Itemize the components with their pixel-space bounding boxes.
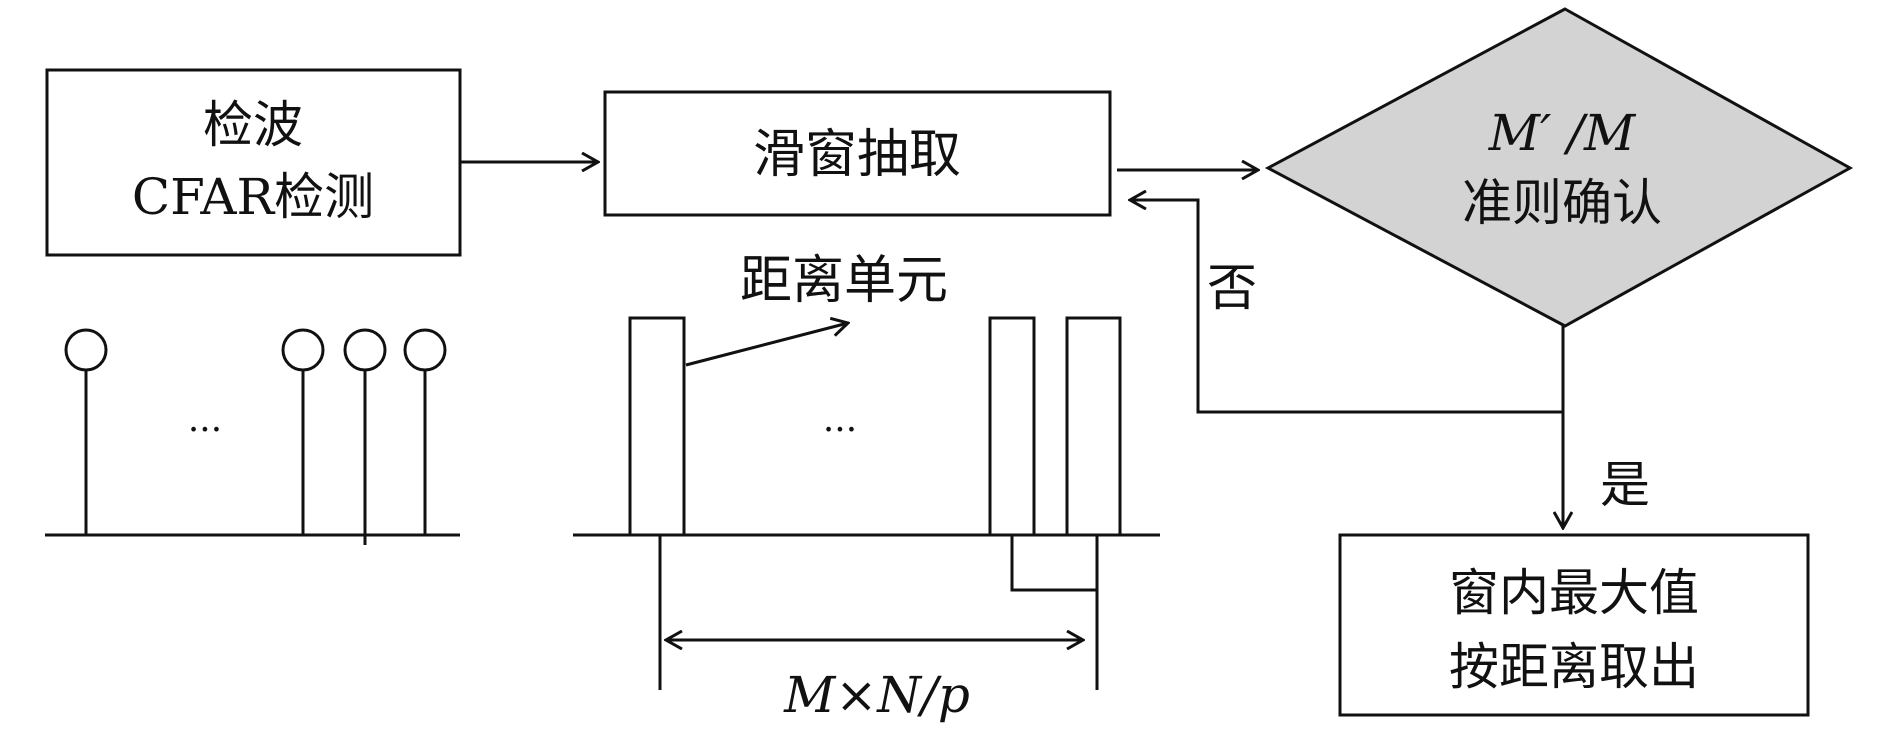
range-cell-bar-3 xyxy=(1065,316,1122,537)
stem-plot-ellipsis: ··· xyxy=(188,410,222,451)
stem-2-marker xyxy=(281,328,325,372)
no-edge-label: 否 xyxy=(1207,259,1257,317)
sliding-window-label: 滑窗抽取 xyxy=(753,125,961,185)
output-block: 窗内最大值 按距离取出 xyxy=(1338,533,1810,717)
range-cell-label: 距离单元 xyxy=(740,251,948,311)
window-length-label: M×N/p xyxy=(783,666,970,724)
window-inner-bracket xyxy=(1010,535,1097,592)
yes-edge-label: 是 xyxy=(1600,456,1650,514)
output-line1: 窗内最大值 xyxy=(1449,564,1699,622)
stem-1-marker xyxy=(64,328,108,372)
criterion-formula: M′ /M xyxy=(1488,104,1637,162)
sliding-window-block: 滑窗抽取 xyxy=(603,90,1112,217)
range-cell-diagram: ··· 距离单元 M×N/p xyxy=(573,251,1160,724)
stem-4-marker xyxy=(403,328,447,372)
cfar-block-line2: CFAR检测 xyxy=(132,168,374,226)
range-cell-bar-2 xyxy=(988,316,1036,537)
criterion-label: 准则确认 xyxy=(1462,174,1662,232)
cfar-detection-block: 检波 CFAR检测 xyxy=(45,68,462,257)
no-feedback-path xyxy=(1130,200,1563,414)
range-cell-ellipsis: ··· xyxy=(823,410,857,451)
output-line2: 按距离取出 xyxy=(1449,638,1699,696)
stem-3-marker xyxy=(343,328,387,372)
cfar-block-line1: 检波 xyxy=(203,96,303,154)
range-cell-pointer-arrow xyxy=(685,323,848,367)
range-cell-bar-1 xyxy=(628,316,686,537)
criterion-decision-diamond: M′ /M 准则确认 xyxy=(1264,7,1854,328)
detection-stem-plot: ··· xyxy=(45,328,460,545)
